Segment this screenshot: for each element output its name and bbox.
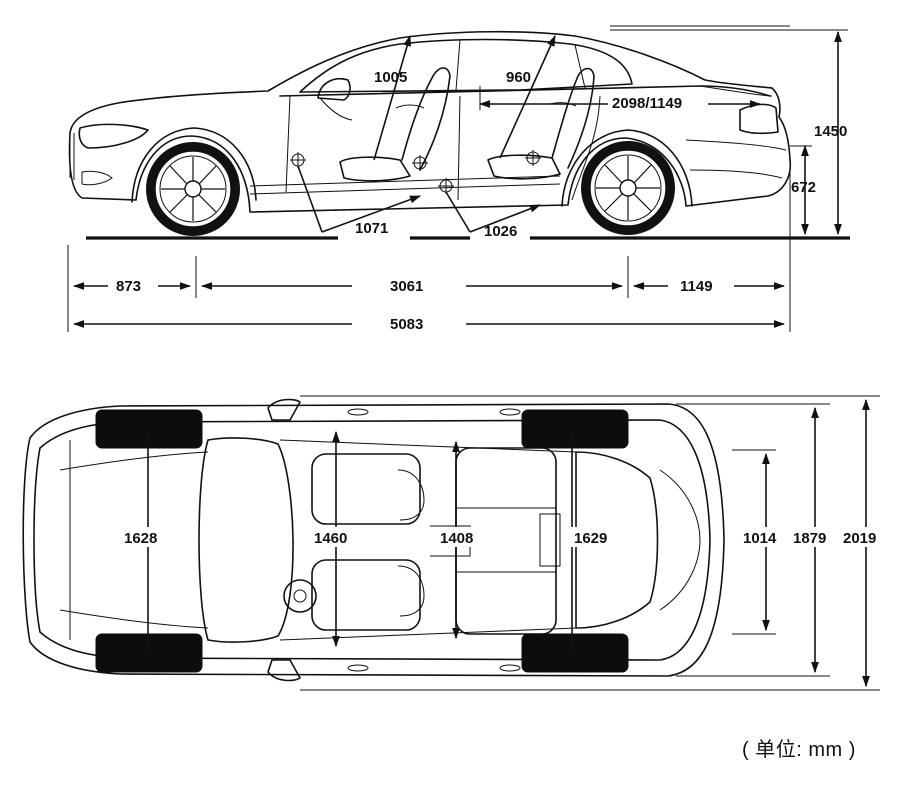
rear-wheel-icon — [581, 141, 675, 235]
front-wheel-icon — [146, 142, 240, 236]
rear-seat-hpoint-icon — [525, 150, 541, 166]
rear-shoulder-label: 1408 — [440, 530, 473, 547]
ground-to-floor-label: 672 — [791, 179, 816, 196]
rear-track-label: 1629 — [574, 530, 607, 547]
rear-overhang-label: 1149 — [680, 278, 713, 295]
rear-headroom-label: 960 — [506, 69, 531, 86]
front-shoulder-label: 1460 — [314, 530, 347, 547]
rear-legroom-label: 1026 — [484, 223, 517, 240]
rear-left-tire-icon — [521, 409, 629, 449]
wheelbase-label: 3061 — [390, 278, 423, 295]
rear-hpoint-icon — [438, 178, 454, 194]
overall-height-label: 1450 — [814, 123, 847, 140]
shoulder-spec-label: 2098/1149 — [612, 95, 682, 112]
front-headroom-label: 1005 — [374, 69, 407, 86]
body-width-label: 1879 — [793, 530, 826, 547]
front-right-tire-icon — [95, 633, 203, 673]
rear-right-tire-icon — [521, 633, 629, 673]
front-overhang-label: 873 — [116, 278, 141, 295]
front-hpoint-icon — [290, 152, 306, 168]
front-left-tire-icon — [95, 409, 203, 449]
front-legroom-label: 1071 — [355, 220, 388, 237]
unit-label: ( 单位: mm ) — [742, 739, 856, 761]
overall-length-label: 5083 — [390, 316, 423, 333]
side-view-drawing — [68, 30, 850, 240]
width-with-mirrors-label: 2019 — [843, 530, 876, 547]
front-track-label: 1628 — [124, 530, 157, 547]
side-view-dimensions — [67, 25, 848, 332]
seat-hpoint-icon — [412, 155, 428, 171]
trunk-width-label: 1014 — [743, 530, 777, 547]
